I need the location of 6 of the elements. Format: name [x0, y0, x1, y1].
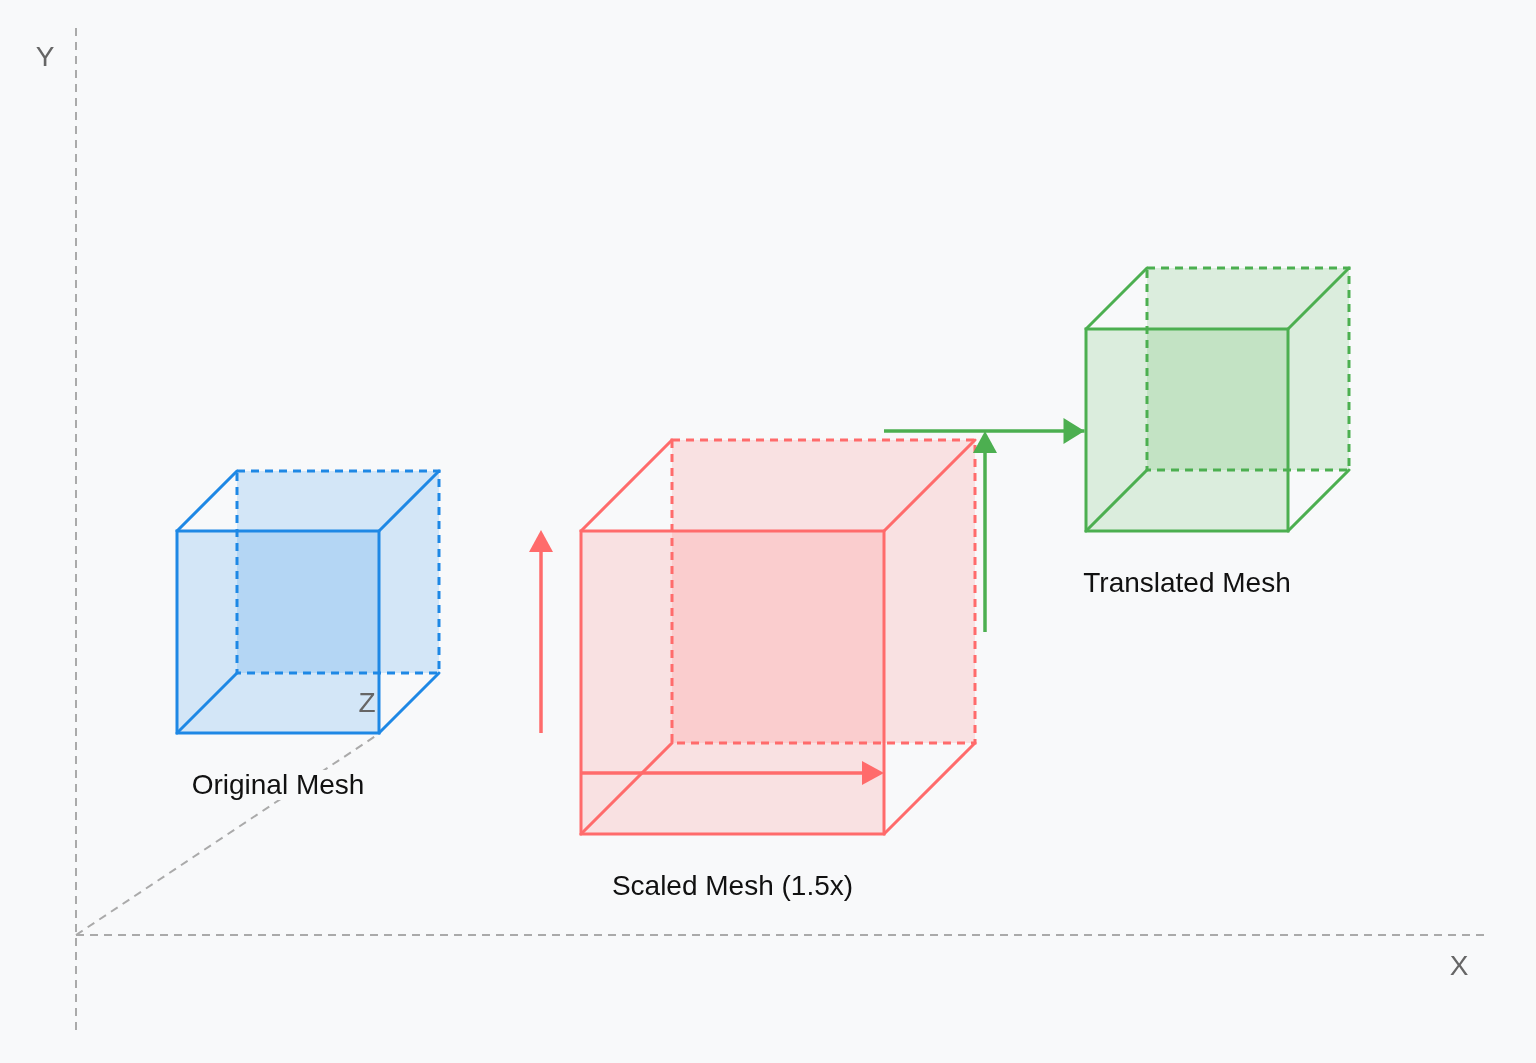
axis-label: Y	[35, 42, 55, 72]
arrow	[884, 418, 1085, 444]
axis-label: X	[1449, 951, 1469, 981]
cube-label: Translated Mesh	[1083, 568, 1291, 598]
axis-label: Z	[358, 688, 376, 718]
cube-label: Scaled Mesh (1.5x)	[611, 871, 854, 901]
